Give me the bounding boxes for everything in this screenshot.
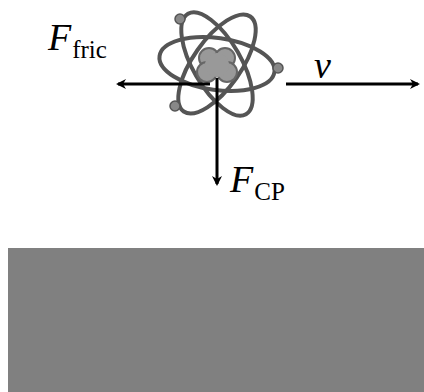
symbol: F bbox=[230, 158, 253, 200]
friction-force-label: Ffric bbox=[48, 18, 107, 56]
surface bbox=[8, 248, 424, 392]
electrons bbox=[170, 14, 283, 111]
subscript: CP bbox=[254, 178, 285, 205]
subscript: fric bbox=[72, 36, 107, 63]
centripetal-force-label: FCP bbox=[230, 160, 285, 198]
symbol: v bbox=[314, 44, 331, 86]
force-arrows bbox=[118, 78, 418, 184]
symbol: F bbox=[48, 16, 71, 58]
velocity-label: v bbox=[314, 46, 331, 84]
nucleus bbox=[197, 48, 237, 82]
